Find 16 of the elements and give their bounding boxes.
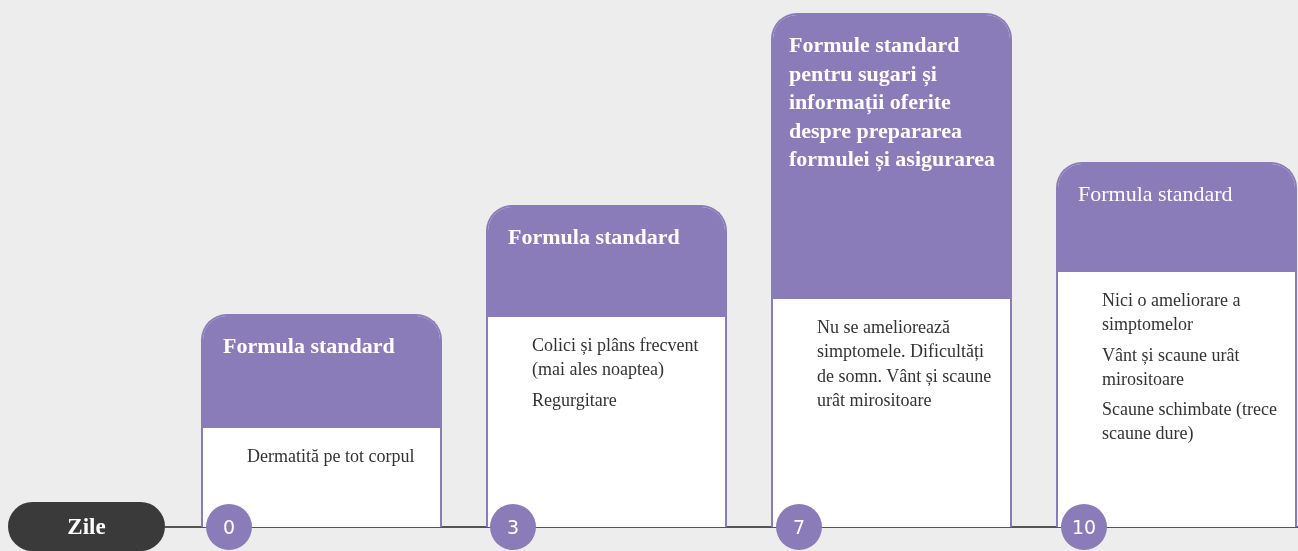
card-text: Vânt și scaune urât mirositoare	[1102, 343, 1241, 391]
card-heading: Formule standard pentru sugari și informații oferite despre prepararea formulei și asigurarea	[789, 31, 996, 174]
card-heading: Formula standard	[508, 223, 681, 251]
card-text: Scaune schimbate (trece scaune dure)	[1102, 398, 1278, 446]
card-heading: Formula standard	[223, 332, 396, 360]
label-pill: Zile	[8, 502, 165, 551]
day-marker: 7	[776, 504, 822, 550]
card-text: Regurgitare	[532, 388, 618, 412]
day-marker: 0	[206, 504, 252, 550]
card-text: Dermatită pe tot corpul	[247, 445, 416, 468]
card-text: Nici o ameliorare a simptomelor	[1102, 289, 1242, 337]
card-heading: Formula standard	[1078, 180, 1234, 208]
card-text: Nu se ameliorează simptomele. Dificultăți de somn. Vânt și scaune urât mirositoare	[817, 316, 993, 412]
day-marker: 3	[490, 504, 536, 550]
card-text: Colici și plâns frecvent (mai ales noaptea)	[532, 334, 700, 382]
day-marker: 10	[1061, 504, 1107, 550]
